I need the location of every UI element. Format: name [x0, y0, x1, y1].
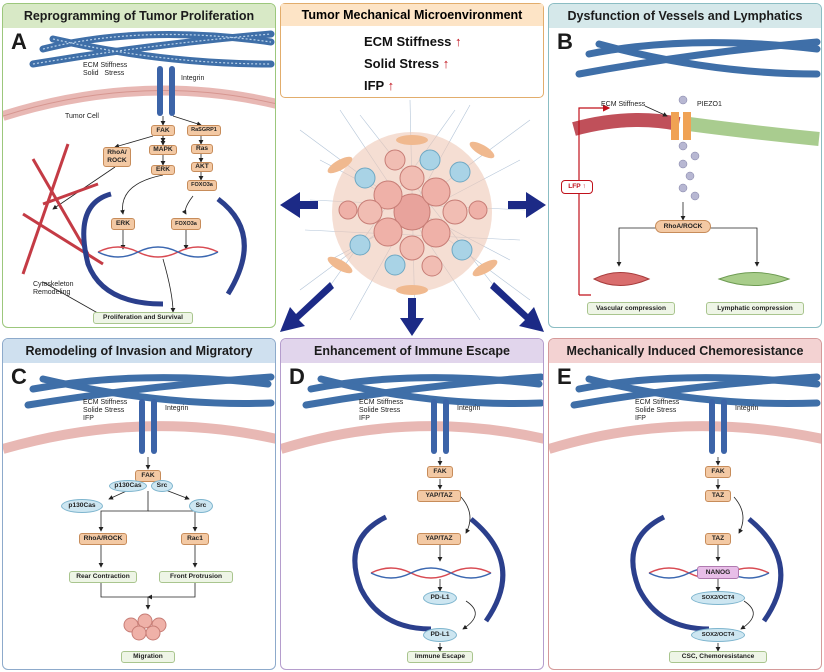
arrow-to-A	[280, 192, 318, 218]
panel-a-drawing	[3, 30, 275, 317]
panel-c-letter: C	[11, 364, 27, 389]
b-result-lymphatic: Lymphatic compression	[706, 302, 804, 315]
panel-d: Enhancement of Immune Escape D ECM Stiff…	[280, 338, 544, 670]
panel-e-title: Mechanically Induced Chemoresistance	[549, 339, 821, 363]
panel-c-drawing	[3, 373, 275, 641]
c-rhoa-rock: RhoA/ROCK	[79, 533, 127, 545]
center-arrows	[280, 192, 546, 336]
panel-b-drawing	[572, 38, 821, 296]
c-integrin: Integrin	[165, 405, 189, 412]
e-nanog: NANOG	[697, 566, 739, 579]
migrating-cells	[123, 613, 167, 641]
d-immune-escape: Immune Escape	[407, 651, 473, 663]
c-fak: FAK	[135, 470, 161, 482]
arrow-to-E	[490, 282, 544, 332]
b-ecm-fibers	[575, 38, 821, 78]
panel-b-letter: B	[557, 29, 573, 54]
c-front-protrusion: Front Protrusion	[159, 571, 233, 583]
c-migration: Migration	[121, 651, 175, 663]
c-src-1: Src	[151, 480, 173, 492]
e-stimuli: ECM Stiffness Solide Stress IFP	[635, 399, 680, 422]
b-piezo-label: PIEZO1	[697, 101, 722, 108]
panel-a-cell: Tumor Cell	[65, 113, 99, 120]
b-result-vascular: Vascular compression	[587, 302, 675, 315]
panel-a-integrin: Integrin	[181, 75, 205, 82]
cytoskeleton	[21, 143, 104, 275]
e-csc-chemoresistance: CSC, Chemoresistance	[669, 651, 767, 663]
panel-a: Reprogramming of Tumor Proliferation A	[2, 3, 276, 328]
b-lfp-box: LFP ↑	[561, 180, 593, 194]
d-yap-taz-1: YAP/TAZ	[417, 490, 461, 502]
mechanical-microenvironment-box: Tumor Mechanical Microenvironment ECM St…	[280, 3, 544, 98]
c-rac1: Rac1	[181, 533, 209, 545]
b-rhoa-rock: RhoA/ROCK	[655, 220, 711, 233]
d-fak: FAK	[427, 466, 453, 478]
a-erk-nuclear: ERK	[111, 218, 135, 230]
panel-a-letter: A	[11, 29, 27, 54]
nucleus-a	[81, 191, 164, 307]
a-mapk: MAPK	[149, 145, 177, 155]
a-rhoa-rock: RhoA/ ROCK	[103, 147, 131, 167]
d-integrin: Integrin	[457, 405, 481, 412]
panel-d-title: Enhancement of Immune Escape	[281, 339, 543, 363]
a-erk: ERK	[151, 165, 175, 175]
panel-a-cytoskeleton: Cytoskeleton Remodeling	[33, 281, 74, 296]
dna-a	[97, 246, 219, 258]
e-fak: FAK	[705, 466, 731, 478]
d-pd-l1-2: PD-L1	[423, 628, 457, 642]
panel-b: Dysfunction of Vessels and Lymphatics B	[548, 3, 822, 328]
e-taz-2: TAZ	[705, 533, 731, 545]
a-fak: FAK	[151, 125, 175, 136]
panel-c: Remodeling of Invasion and Migratory C E…	[2, 338, 276, 670]
panel-a-title: Reprogramming of Tumor Proliferation	[3, 4, 275, 28]
a-foxo3a-1: FOXO3a	[187, 180, 217, 191]
tumor-cells	[327, 135, 498, 295]
lymph-compressed	[717, 272, 791, 286]
c-src-2: Src	[189, 499, 213, 513]
panel-e-drawing	[549, 373, 821, 652]
arrow-to-C	[280, 282, 334, 332]
d-yap-taz-2: YAP/TAZ	[417, 533, 461, 545]
e-sox2-oct4-1: SOX2/OCT4	[691, 591, 745, 605]
c-p130cas-1: p130Cas	[109, 480, 147, 492]
arrow-to-B	[508, 192, 546, 218]
arrow-to-D	[400, 298, 424, 336]
panel-c-title: Remodeling of Invasion and Migratory	[3, 339, 275, 363]
c-p130cas-2: p130Cas	[61, 499, 103, 513]
c-rear-contraction: Rear Contraction	[69, 571, 137, 583]
cell-membrane	[3, 85, 275, 121]
center-item-ifp: IFP ↑	[364, 78, 395, 93]
a-rasgrp1: RaSGRP1	[187, 125, 221, 136]
e-integrin: Integrin	[735, 405, 759, 412]
vessel-compressed	[592, 272, 651, 286]
b-ecm-label: ECM Stiffness	[601, 101, 646, 108]
a-result: Proliferation and Survival	[93, 312, 193, 324]
center-item-solid: Solid Stress ↑	[364, 56, 450, 71]
a-foxo3a-nuclear: FOXO3a	[171, 218, 201, 230]
panel-d-letter: D	[289, 364, 305, 389]
e-taz-1: TAZ	[705, 490, 731, 502]
ecm-fibers	[29, 30, 275, 68]
center-item-ecm: ECM Stiffness ↑	[364, 34, 462, 49]
panel-b-title: Dysfunction of Vessels and Lymphatics	[549, 4, 821, 28]
panel-a-stimuli: ECM Stiffness Solid Stress	[83, 62, 128, 77]
center-title: Tumor Mechanical Microenvironment	[281, 4, 543, 26]
panel-d-drawing	[281, 373, 543, 652]
e-sox2-oct4-2: SOX2/OCT4	[691, 628, 745, 642]
a-ras: Ras	[191, 144, 213, 154]
a-akt: AKT	[191, 162, 213, 172]
c-stimuli: ECM Stiffness Solide Stress IFP	[83, 399, 128, 422]
panel-e-letter: E	[557, 364, 572, 389]
panel-e: Mechanically Induced Chemoresistance E E…	[548, 338, 822, 670]
d-stimuli: ECM Stiffness Solide Stress IFP	[359, 399, 404, 422]
d-pd-l1-1: PD-L1	[423, 591, 457, 605]
